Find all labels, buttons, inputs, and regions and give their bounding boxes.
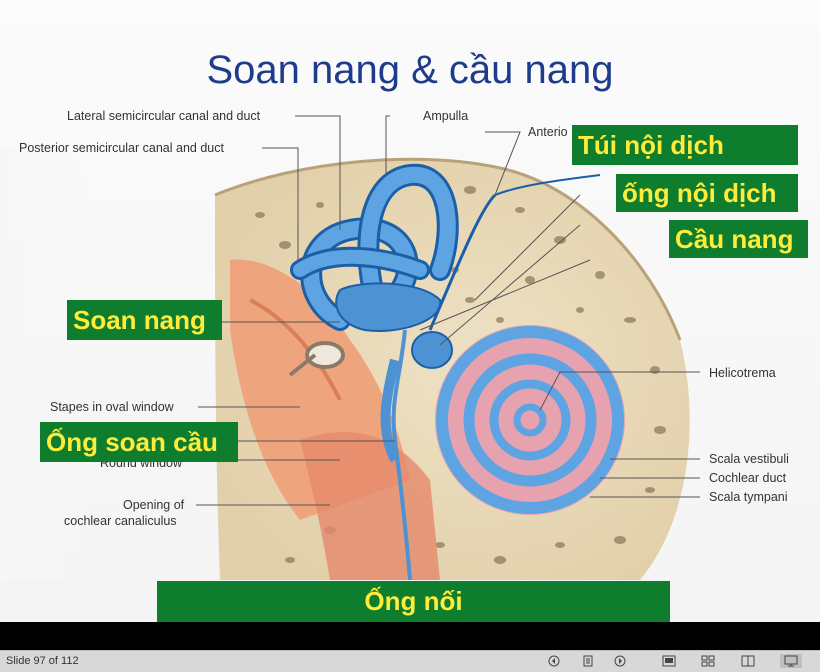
vn-label-ong-noi: Ống nối xyxy=(157,581,670,622)
label-opening: Opening of xyxy=(123,498,185,512)
saccule xyxy=(411,331,453,369)
slide-canvas: Soan nang & cầu nang xyxy=(0,0,820,622)
bone-edge xyxy=(214,157,682,341)
vn-label-cau-nang: Cầu nang xyxy=(669,220,808,258)
slide-sorter-icon[interactable] xyxy=(700,654,716,668)
label-scala-tympani: Scala tympani xyxy=(709,490,788,504)
status-bar: Slide 97 of 112 xyxy=(0,650,820,672)
label-scala-vestibuli: Scala vestibuli xyxy=(709,452,789,466)
label-stapes: Stapes in oval window xyxy=(50,400,174,414)
endolymphatic-duct xyxy=(428,193,497,331)
reading-view-icon[interactable] xyxy=(740,654,756,668)
ductus-reuniens xyxy=(391,329,412,581)
slide-title: Soan nang & cầu nang xyxy=(206,48,614,92)
cochlea xyxy=(435,325,625,515)
inner-ear-illustration xyxy=(0,115,700,581)
label-anterior: Anterio xyxy=(528,125,568,139)
stapes xyxy=(288,341,345,377)
label-cochlear-duct: Cochlear duct xyxy=(709,471,787,485)
next-icon[interactable] xyxy=(612,654,628,668)
label-cochlear-canaliculus: cochlear canaliculus xyxy=(64,514,177,528)
slideshow-icon[interactable] xyxy=(780,654,802,668)
vn-label-ong-soan-cau: Ống soan cầu xyxy=(40,422,238,462)
vn-label-tui-noi-dich: Túi nội dịch xyxy=(572,125,798,165)
utricle xyxy=(335,282,442,332)
semicircular-canals xyxy=(290,163,459,331)
label-helicotrema: Helicotrema xyxy=(709,366,776,380)
slide-counter: Slide 97 of 112 xyxy=(6,655,79,667)
vn-label-soan-nang: Soan nang xyxy=(67,300,222,340)
vn-label-ong-noi-dich: ống nội dịch xyxy=(616,174,798,212)
label-ampulla: Ampulla xyxy=(423,109,469,123)
prev-icon[interactable] xyxy=(546,654,562,668)
label-posterior-canal: Posterior semicircular canal and duct xyxy=(19,141,224,155)
label-lateral-canal: Lateral semicircular canal and duct xyxy=(67,109,261,123)
notes-icon[interactable] xyxy=(580,654,596,668)
normal-view-icon[interactable] xyxy=(661,654,677,668)
